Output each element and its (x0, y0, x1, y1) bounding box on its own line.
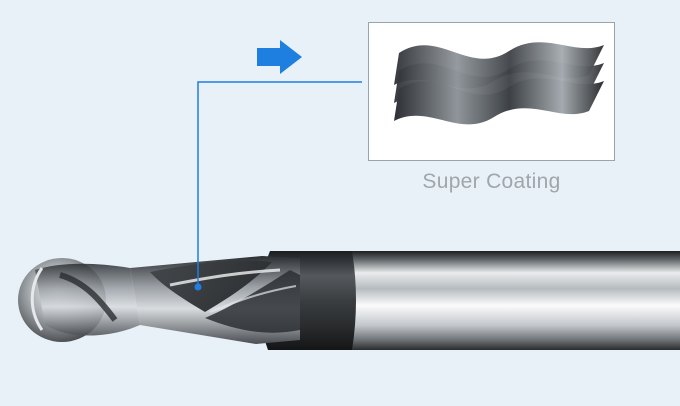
right-arrow-icon (257, 40, 302, 74)
coating-layers-icon (369, 23, 614, 160)
callout-dot (195, 284, 202, 291)
coating-caption: Super Coating (368, 170, 615, 194)
tool-ball-flute (35, 264, 140, 336)
tool-shank (350, 251, 680, 350)
coating-inset-panel (368, 22, 615, 161)
